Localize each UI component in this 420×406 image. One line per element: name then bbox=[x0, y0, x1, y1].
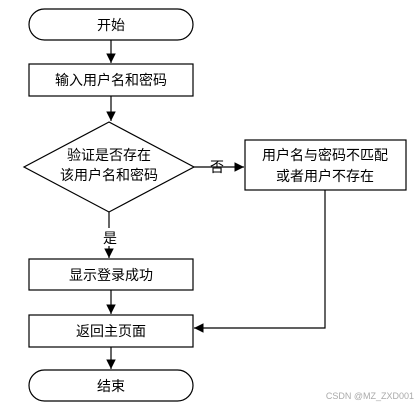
input-process-label: 输入用户名和密码 bbox=[55, 72, 167, 89]
success-process-label: 显示登录成功 bbox=[69, 268, 153, 284]
watermark-text: CSDN @MZ_ZXD001 bbox=[326, 391, 414, 401]
end-label: 结束 bbox=[97, 379, 125, 395]
start-label: 开始 bbox=[97, 18, 125, 34]
return-process-box bbox=[28, 314, 194, 348]
edge-no-label: 否 bbox=[210, 160, 224, 176]
end-terminator bbox=[28, 369, 194, 402]
verify-decision-label-line1: 验证是否存在 bbox=[67, 148, 151, 164]
input-process-box bbox=[28, 63, 194, 97]
verify-decision-label-line2: 该用户名和密码 bbox=[60, 167, 158, 184]
error-process-box bbox=[244, 139, 407, 191]
edge-error-to-return bbox=[194, 190, 326, 333]
return-process-label: 返回主页面 bbox=[76, 324, 146, 340]
verify-decision-diamond bbox=[22, 121, 196, 213]
error-process-label-line2: 或者用户不存在 bbox=[276, 168, 374, 185]
edge-yes-label-background bbox=[100, 228, 120, 246]
edge-yes-label: 是 bbox=[103, 231, 117, 247]
error-process-label-line1: 用户名与密码不匹配 bbox=[262, 147, 388, 164]
